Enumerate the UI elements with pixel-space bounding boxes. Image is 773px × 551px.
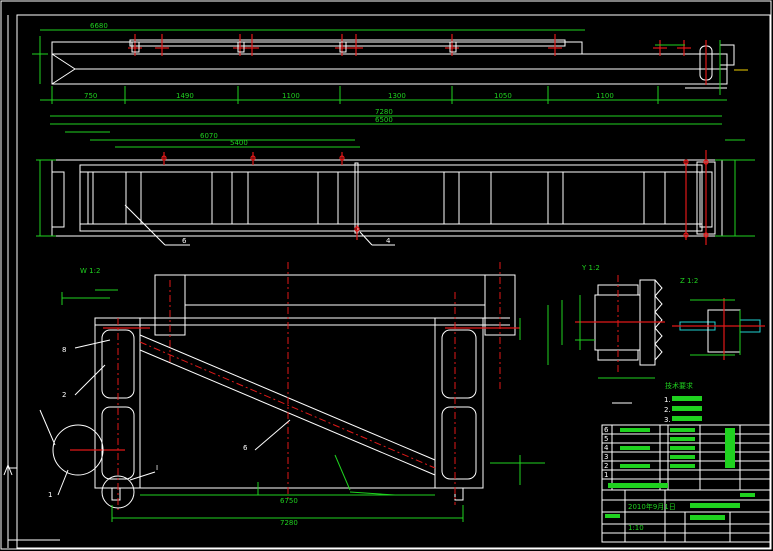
bottom-span-dim: 6750	[280, 497, 298, 505]
notes-heading: 技术要求	[665, 381, 693, 390]
leader-label-4: 4	[386, 237, 391, 245]
section-w-dimensions	[61, 289, 549, 522]
top-elevation-view	[51, 34, 748, 89]
bom-row-index: 3	[604, 453, 608, 461]
left-margin-lines	[3, 15, 60, 548]
plan-view-bolts	[161, 152, 709, 240]
bom-row-index: 5	[604, 435, 608, 443]
svg-text:1050: 1050	[494, 92, 512, 100]
bom-row-index: 1	[604, 471, 608, 479]
leader-label-section-6: 6	[243, 444, 248, 452]
drawing-inner-border	[16, 14, 771, 549]
section-w-view	[52, 262, 520, 510]
leader-label-1: 1	[48, 491, 52, 499]
section-y-view	[575, 275, 665, 372]
view-label-y: Y 1:2	[581, 264, 600, 272]
leader-label-2: 2	[62, 391, 66, 399]
section-w-dim-texts: 6750 7280	[280, 497, 298, 527]
plan-view-dimensions	[36, 115, 755, 237]
top-elevation-dimensions	[32, 29, 727, 104]
bottom-long-dim: 7280	[280, 519, 298, 527]
svg-text:6500: 6500	[375, 116, 393, 124]
svg-text:6070: 6070	[200, 132, 218, 140]
overall-length-dim: 7280	[375, 108, 393, 116]
section-y-dimensions	[561, 295, 655, 379]
plan-view-leaders: 6 4	[124, 204, 395, 246]
plan-view-dim-texts: 7280 6500 6070 5400	[200, 108, 393, 147]
technical-notes: 技术要求 1. 2. 3.	[612, 381, 702, 424]
leader-label-8: 8	[62, 346, 66, 354]
svg-text:1300: 1300	[388, 92, 406, 100]
section-z-dimensions	[690, 299, 741, 356]
title-block-date: 2010年9月1日	[628, 502, 676, 511]
view-label-z: Z 1:2	[680, 277, 698, 285]
svg-text:1490: 1490	[176, 92, 194, 100]
top-elevation-dim-texts: 6680 750 1490 1100 1300 1050 1100	[84, 22, 614, 100]
bom-row-index: 4	[604, 444, 609, 452]
svg-text:750: 750	[84, 92, 97, 100]
notes-item-2: 2.	[664, 406, 671, 414]
title-block-scale: 1:10	[628, 524, 644, 532]
notes-item-1: 1.	[664, 396, 671, 404]
view-label-w: W 1:2	[80, 267, 100, 275]
bom-row-index: 2	[604, 462, 608, 470]
section-z-view	[672, 298, 765, 360]
title-block: 2010年9月1日 1:10	[601, 489, 771, 543]
svg-text:1100: 1100	[282, 92, 300, 100]
section-w-leaders: 8 2 6 1 I	[39, 339, 291, 499]
plan-view-frame	[51, 150, 723, 245]
svg-text:1100: 1100	[596, 92, 614, 100]
svg-text:6680: 6680	[90, 22, 108, 30]
roman-detail-label: I	[156, 464, 158, 472]
svg-text:5400: 5400	[230, 139, 248, 147]
notes-item-3: 3.	[664, 416, 671, 424]
leader-label-6: 6	[182, 237, 187, 245]
bom-table: 6 5 4 3 2 1	[601, 424, 771, 491]
bom-row-index: 6	[604, 426, 609, 434]
